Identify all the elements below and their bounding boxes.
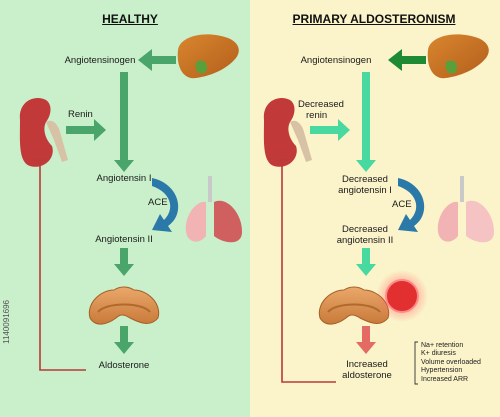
- healthy-title: HEALTHY: [102, 12, 158, 26]
- arrow-adrenal-to-aldosterone: [114, 326, 134, 354]
- arrow-increased-aldosterone: [356, 326, 376, 354]
- ace-label: ACE: [148, 197, 168, 208]
- effect-item: Increased ARR: [421, 376, 469, 383]
- decreased-renin-line2: renin: [306, 110, 328, 121]
- effects-bracket: [414, 341, 418, 385]
- primary-title: PRIMARY ALDOSTERONISM: [292, 12, 456, 26]
- angiotensin-2-label: Angiotensin II: [95, 234, 153, 245]
- increased-aldosterone-line1: Increased: [346, 359, 388, 370]
- angiotensin-1-label: Angiotensin I: [96, 173, 152, 184]
- feedback-line-healthy: [34, 159, 86, 371]
- decreased-ang2-line1: Decreased: [342, 224, 388, 235]
- effect-item: Volume overloaded: [421, 359, 481, 366]
- arrow-angiotensinogen-to-ang1: [114, 72, 134, 172]
- decreased-ang1-line1: Decreased: [342, 174, 388, 185]
- decreased-ang1-line2: angiotensin I: [338, 185, 392, 196]
- arrow-renin: [66, 119, 106, 141]
- adrenal-gland-icon: [88, 286, 160, 325]
- kidney-icon-primary: [263, 98, 312, 167]
- decreased-renin-line1: Decreased: [298, 99, 344, 110]
- kidney-icon: [19, 98, 68, 167]
- arrow-liver-primary: [388, 49, 426, 71]
- lungs-icon-primary: [437, 176, 494, 243]
- angiotensinogen-label-primary: Angiotensinogen: [300, 55, 372, 66]
- adrenal-gland-icon-primary: [318, 286, 390, 325]
- decreased-ang2-line2: angiotensin II: [336, 235, 394, 246]
- arrow-decreased-renin: [310, 119, 350, 141]
- aldosterone-label: Aldosterone: [98, 360, 150, 371]
- angiotensinogen-label: Angiotensinogen: [64, 55, 136, 66]
- stock-image-id: 1140091696: [2, 300, 11, 344]
- increased-aldosterone-line2: aldosterone: [342, 370, 392, 381]
- effect-item: Na+ retention: [421, 342, 464, 349]
- arrow-ang2-to-adrenal-primary: [356, 248, 376, 276]
- liver-icon: [177, 34, 239, 79]
- ace-arrow-primary: [398, 178, 425, 232]
- effect-item: K+ diuresis: [421, 350, 456, 357]
- lungs-icon: [185, 176, 242, 243]
- effect-item: Hypertension: [421, 367, 463, 374]
- arrow-liver-healthy: [138, 49, 176, 71]
- renin-label: Renin: [68, 109, 93, 120]
- feedback-line-primary: [276, 159, 336, 383]
- liver-icon-primary: [427, 34, 489, 79]
- ace-label-primary: ACE: [392, 199, 412, 210]
- ace-arrow: [152, 178, 179, 232]
- arrow-ang2-to-adrenal: [114, 248, 134, 276]
- adrenal-tumor-icon: [376, 270, 428, 322]
- arrow-angiotensinogen-to-ang1-primary: [356, 72, 376, 172]
